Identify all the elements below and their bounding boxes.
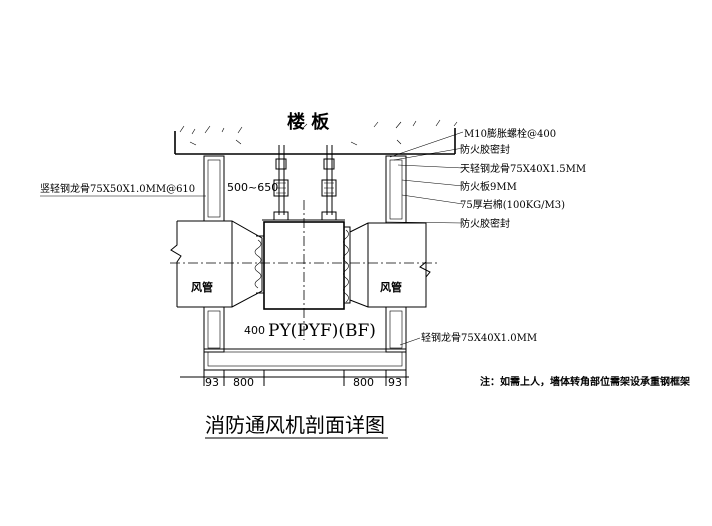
fan-body: [263, 221, 345, 310]
dim-800-right: 800: [353, 376, 374, 389]
fire-seal-mid-label: 防火胶密封: [460, 217, 510, 230]
bolt-label: M10膨胀螺栓@400: [464, 127, 556, 140]
fire-seal-top-label: 防火胶密封: [460, 143, 510, 156]
vertical-keel-label: 竖轻钢龙骨75X50X1.0MM@610: [40, 182, 195, 195]
left-duct: 风管: [170, 220, 265, 308]
leader-lines: [40, 131, 464, 346]
slab-label: 楼 板: [287, 111, 330, 133]
dim-400: 400: [244, 324, 265, 337]
drawing-title: 消防通风机剖面详图: [205, 413, 385, 437]
dim-500-650: 500~650: [227, 181, 278, 194]
hangers: [262, 145, 345, 221]
dim-800-left: 800: [233, 376, 254, 389]
duct-right-label: 风管: [380, 280, 402, 294]
dim-93-left: 93: [205, 376, 219, 389]
note-text: 注：如需上人，墙体转角部位需架设承重钢框架: [480, 375, 690, 388]
dim-93-right: 93: [388, 376, 402, 389]
fire-board-label: 防火板9MM: [460, 180, 517, 193]
floor-slab: 楼 板: [174, 111, 458, 155]
right-duct: 风管: [343, 222, 431, 308]
ceiling-keel-label: 天轻钢龙骨75X40X1.5MM: [460, 162, 586, 175]
bottom-dimensions: 93 800 800 93: [180, 370, 409, 389]
bottom-keel-label: 轻钢龙骨75X40X1.0MM: [421, 331, 537, 344]
center-lines: [170, 200, 440, 340]
fan-model-label: PY(PYF)(BF): [268, 321, 376, 341]
duct-left-label: 风管: [191, 280, 213, 294]
rock-wool-label: 75厚岩棉(100KG/M3): [460, 198, 565, 211]
annotations-right: M10膨胀螺栓@400 防火胶密封 天轻钢龙骨75X40X1.5MM 防火板9M…: [421, 127, 586, 344]
